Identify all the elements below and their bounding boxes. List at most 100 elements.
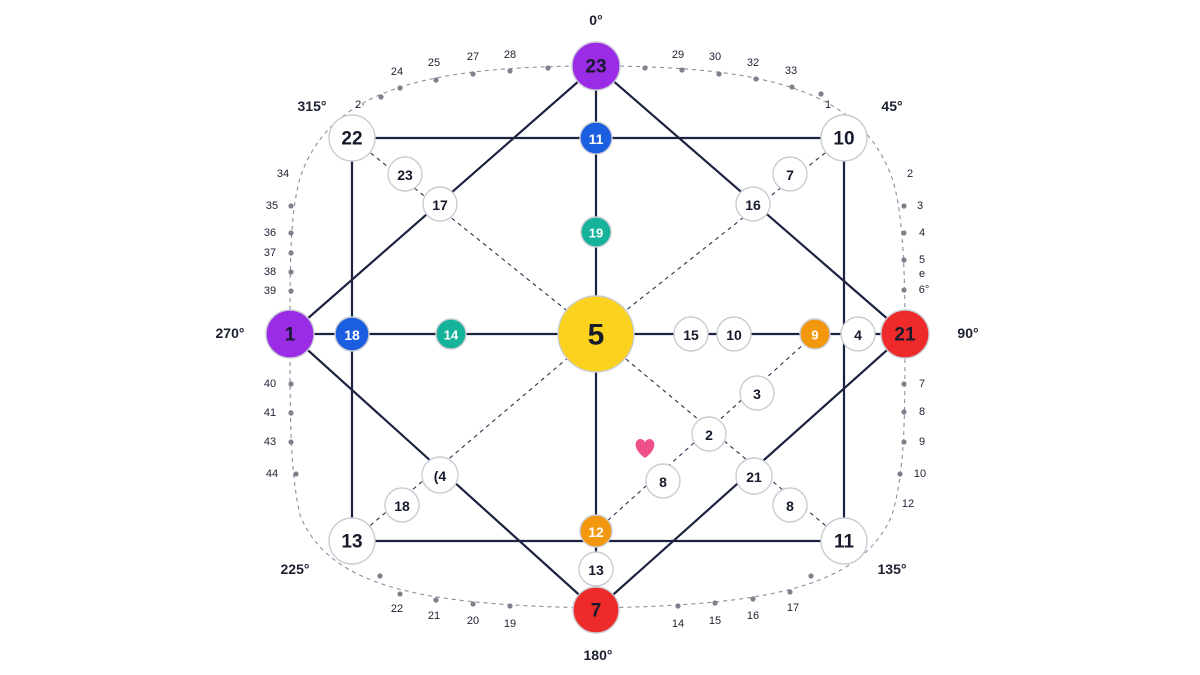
node-ll-18: 18 xyxy=(384,487,420,523)
node-circle xyxy=(716,316,752,352)
ring-dot xyxy=(901,409,907,415)
node-label: 13 xyxy=(588,562,604,578)
node-left: 1 xyxy=(265,309,315,359)
ring-label: 15 xyxy=(709,615,721,627)
degree-labels: 0°45°90°135°180°225°270°315° xyxy=(216,12,979,663)
degree-label-45: 45° xyxy=(881,98,902,114)
ring-dot xyxy=(712,600,718,606)
node-circle xyxy=(387,156,423,192)
ring-label: 4 xyxy=(919,227,925,239)
ring-dot xyxy=(901,230,907,236)
node-v-orange: 12 xyxy=(579,514,613,548)
node-h-15: 15 xyxy=(673,316,709,352)
ring-dot xyxy=(288,439,294,445)
node-label: 23 xyxy=(585,57,606,78)
node-circle xyxy=(799,318,831,350)
ring-label: 8 xyxy=(919,406,925,418)
ring-dot xyxy=(377,573,383,579)
ring-dot xyxy=(288,250,294,256)
node-circle xyxy=(328,517,376,565)
ring-dot xyxy=(716,71,722,77)
ring-dot xyxy=(288,381,294,387)
dash-bl-center xyxy=(351,333,597,542)
ring-label: 28 xyxy=(504,49,516,61)
node-label: 11 xyxy=(834,532,855,553)
ring-dot xyxy=(901,257,907,263)
node-h-teal: 14 xyxy=(435,318,467,350)
ring-label: 3 xyxy=(917,200,923,212)
node-label: 18 xyxy=(394,498,410,514)
ring-dot xyxy=(789,84,795,90)
node-lr-3: 3 xyxy=(739,375,775,411)
ring-label: 14 xyxy=(672,618,684,630)
node-label: 17 xyxy=(432,197,448,213)
node-label: 13 xyxy=(341,532,362,553)
node-circle xyxy=(328,114,376,162)
ring-label: 7 xyxy=(919,378,925,390)
node-label: 7 xyxy=(786,167,794,183)
ring-label: 32 xyxy=(747,57,759,69)
node-v-13: 13 xyxy=(578,551,614,587)
node-label: 12 xyxy=(588,524,604,540)
node-circle xyxy=(735,457,773,495)
node-circle xyxy=(435,318,467,350)
node-circle xyxy=(334,316,370,352)
ring-label: 40 xyxy=(264,378,276,390)
node-circle xyxy=(265,309,315,359)
ring-dot xyxy=(288,230,294,236)
ring-dot xyxy=(288,288,294,294)
ring-dot xyxy=(675,603,681,609)
node-label: 21 xyxy=(894,325,916,346)
node-ll-4: (4 xyxy=(421,456,459,494)
outer-ring-dots xyxy=(288,65,907,609)
degree-label-135: 135° xyxy=(878,561,907,577)
ring-label: 2 xyxy=(907,168,913,180)
ring-dot xyxy=(433,77,439,83)
ring-dot xyxy=(507,603,513,609)
node-right: 21 xyxy=(880,309,930,359)
ring-label: 17 xyxy=(787,602,799,614)
ring-dot xyxy=(901,381,907,387)
node-label: 23 xyxy=(397,167,413,183)
degree-label-90: 90° xyxy=(957,325,978,341)
node-circle xyxy=(645,463,681,499)
ring-dot xyxy=(470,601,476,607)
node-h-4: 4 xyxy=(840,316,876,352)
node-label: 19 xyxy=(589,226,603,241)
ring-label: 24 xyxy=(391,66,403,78)
node-circle xyxy=(691,416,727,452)
node-lr-8a: 8 xyxy=(645,463,681,499)
node-tr: 10 xyxy=(820,114,868,162)
ring-label: 21 xyxy=(428,610,440,622)
ring-dot xyxy=(808,573,814,579)
node-label: 1 xyxy=(285,325,296,346)
node-circle xyxy=(421,456,459,494)
node-circle xyxy=(673,316,709,352)
ring-label: 6° xyxy=(919,284,930,296)
node-label: 3 xyxy=(753,386,761,402)
ring-label: 38 xyxy=(264,266,276,278)
node-bottom: 7 xyxy=(572,586,620,634)
node-label: 5 xyxy=(588,319,605,352)
degree-label-315: 315° xyxy=(298,98,327,114)
node-v-teal: 19 xyxy=(580,216,612,248)
ring-dot xyxy=(288,203,294,209)
node-circle xyxy=(820,517,868,565)
ring-dot xyxy=(750,596,756,602)
node-circle xyxy=(880,309,930,359)
ring-label: 20 xyxy=(467,615,479,627)
ring-dot xyxy=(901,439,907,445)
ring-dot xyxy=(545,65,551,71)
node-circle xyxy=(840,316,876,352)
ring-label: 12 xyxy=(902,498,914,510)
node-circle xyxy=(739,375,775,411)
ring-dot xyxy=(507,68,513,74)
ring-dot xyxy=(288,410,294,416)
node-circle xyxy=(422,186,458,222)
ring-label: 36 xyxy=(264,227,276,239)
ring-dot xyxy=(818,91,824,97)
node-label: (4 xyxy=(434,468,447,484)
ring-label: 2· xyxy=(355,99,365,111)
